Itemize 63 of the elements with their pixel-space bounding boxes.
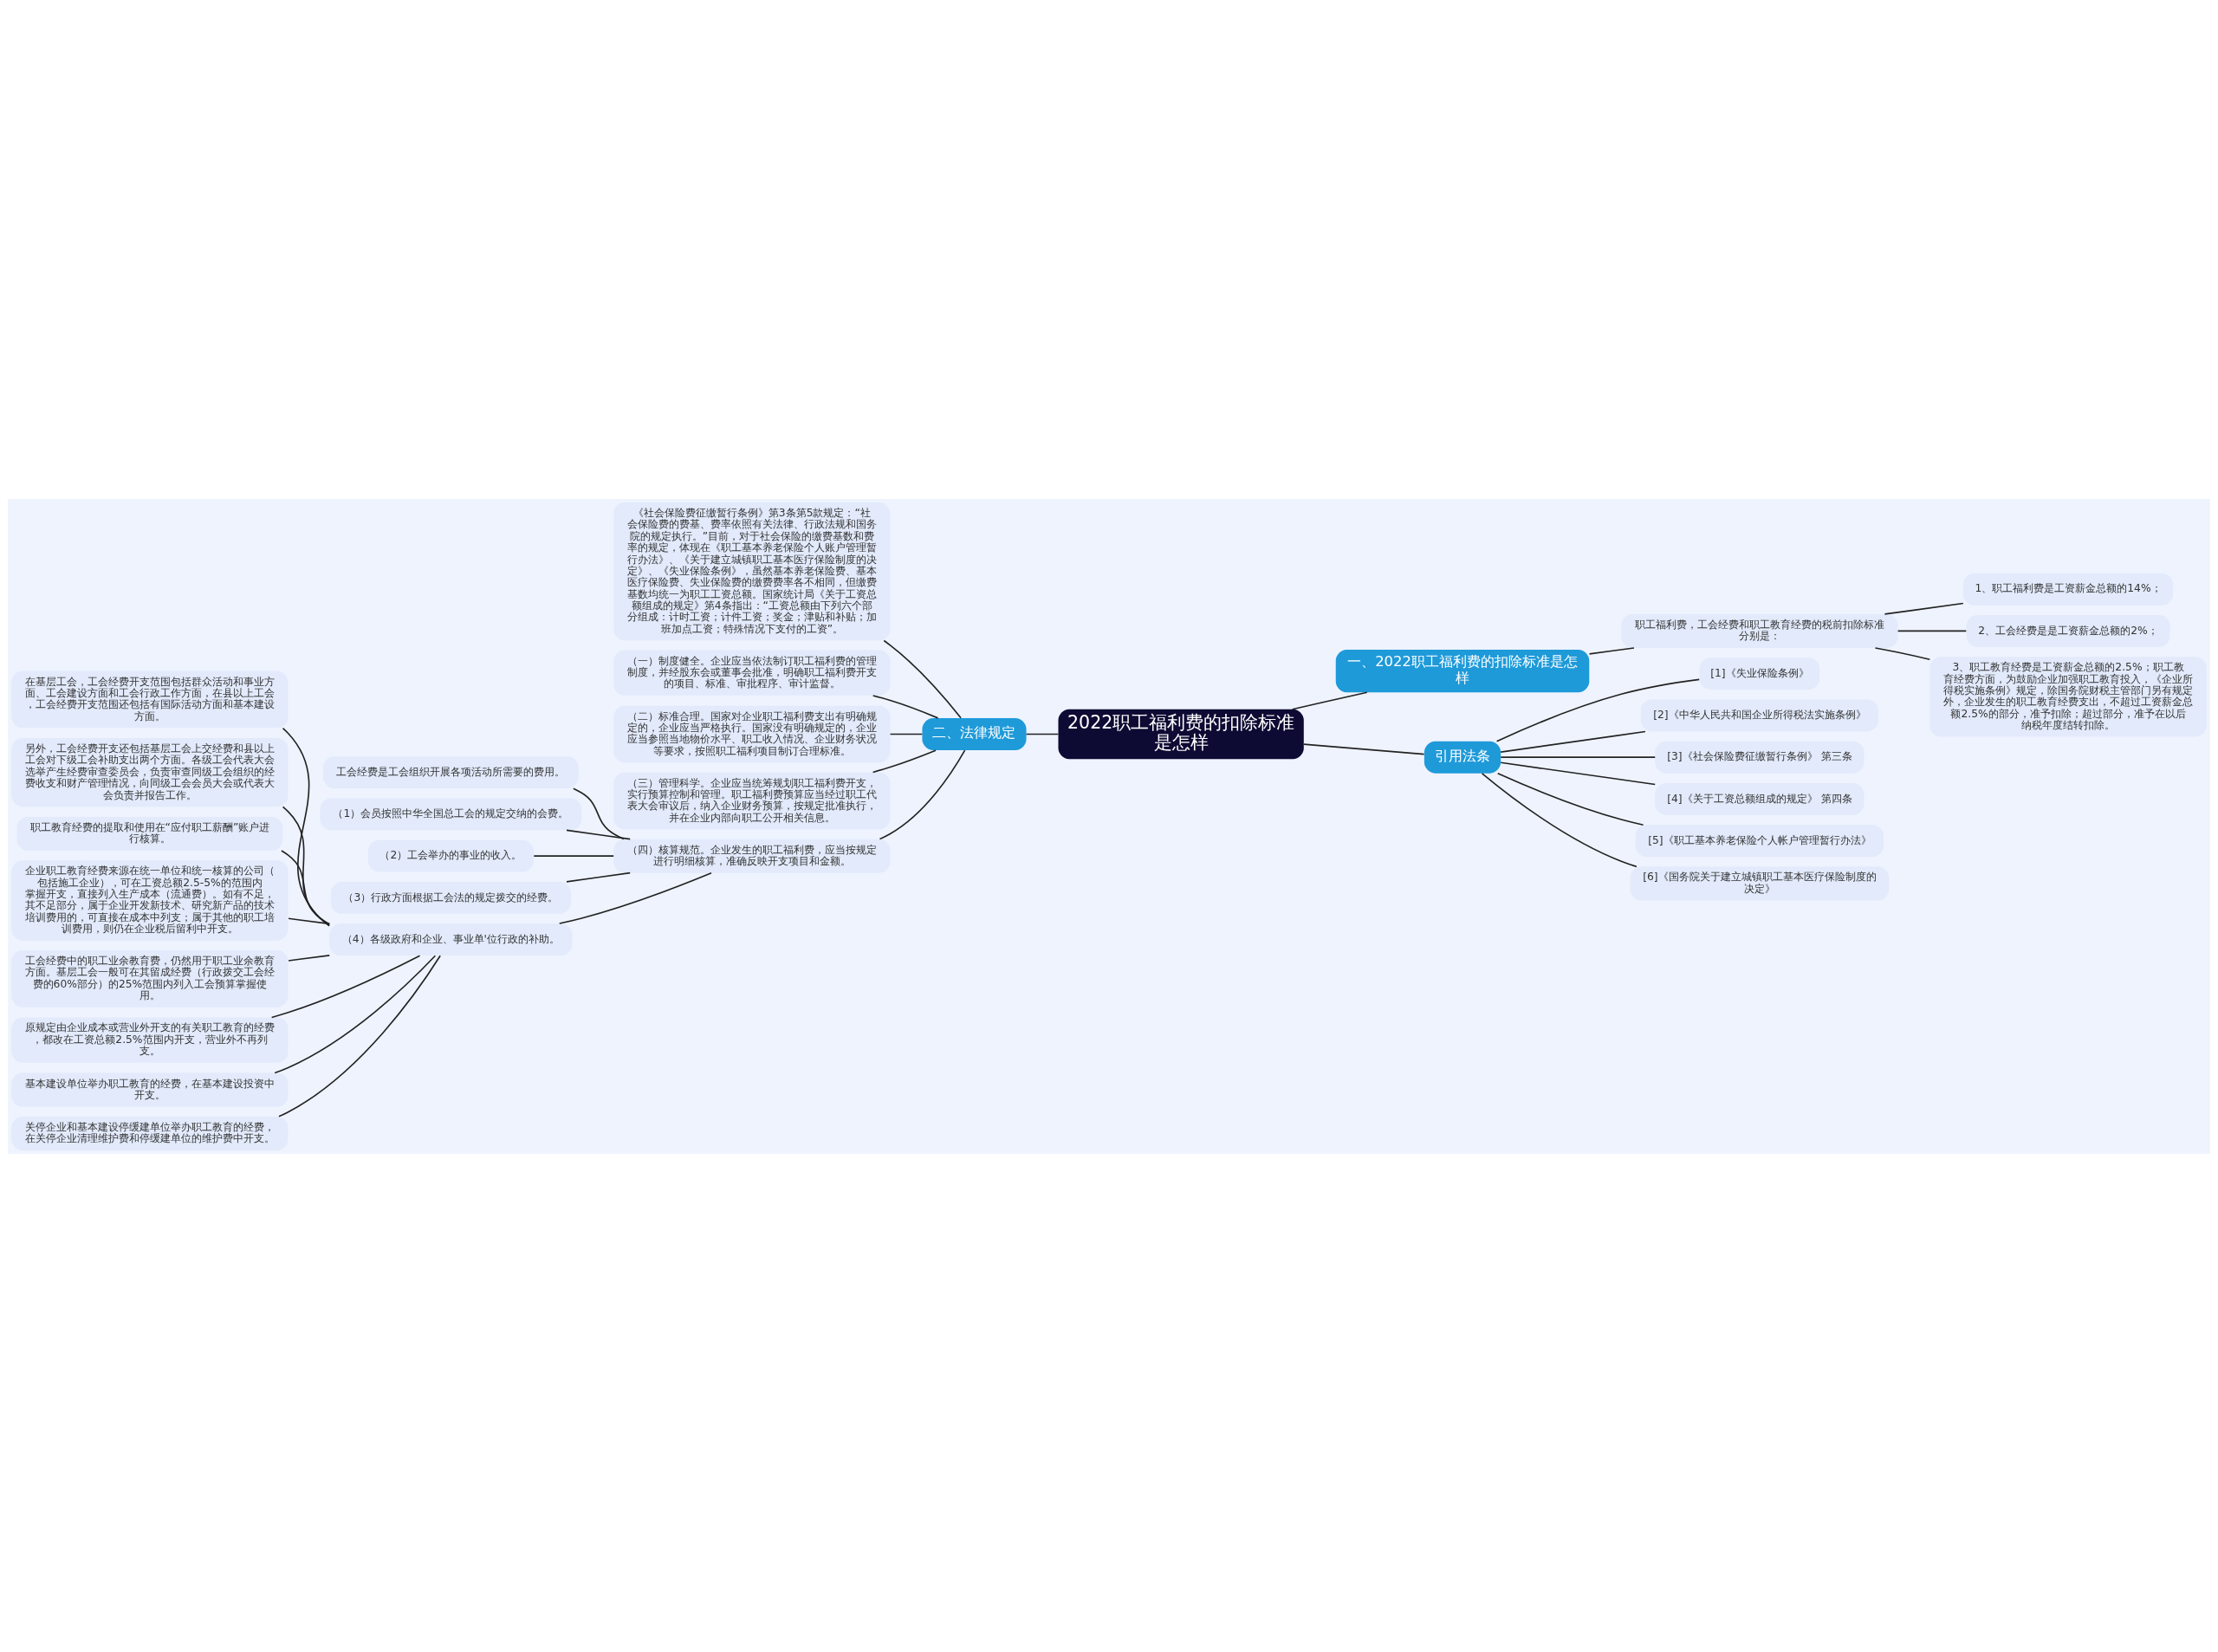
node-box: （3）行政方面根据工会法的规定拨交的经费。 (330, 881, 571, 914)
node-box: 工会经费中的职工业余教育费，仍然用于职工业余教育方面。基层工会一般可在其留成经费（行政拨交工会经费的60%部分）的25%范围内列入工会预算掌握使用。 (11, 949, 289, 1007)
node-box: [1]《失业保险条例》 (1699, 657, 1820, 690)
connector (879, 748, 966, 839)
connector (1874, 646, 1931, 660)
connector (288, 917, 331, 924)
connector (1897, 630, 1968, 632)
connector (278, 954, 441, 1118)
connector (1500, 761, 1657, 785)
node-box: 二、法律规定 (922, 717, 1027, 750)
node-box: 原规定由企业成本或营业外开支的有关职工教育的经费，都改在工资总额2.5%范围内开支，营业外不再列支。 (11, 1016, 289, 1063)
node-box: （4）各级政府和企业、事业单'位行政的补助。 (329, 923, 573, 956)
connector (566, 829, 631, 839)
node-box: 职工教育经费的提取和使用在“应付职工薪酬”账户进行核算。 (16, 816, 283, 851)
node-box: 在基层工会，工会经费开支范围包括群众活动和事业方面、工会建设方面和工会行政工作方面，在县以上工会，工会经费开支范围还包括有国际活动方面和基本建设方面。 (11, 671, 289, 728)
node-box: （2）工会举办的事业的收入。 (367, 839, 534, 872)
node-box: 2、工会经费是是工资薪金总额的2%； (1966, 614, 2170, 647)
node-box: 基本建设单位举办职工教育的经费，在基本建设投资中开支。 (11, 1072, 289, 1107)
connector (282, 727, 330, 927)
connector (1025, 733, 1060, 735)
node-box: （二）标准合理。国家对企业职工福利费支出有明确规定的，企业应当严格执行。国家没有明确规定的，企业应当参照当地物价水平、职工收入情况、企业财务状况等要求，按照职工福利项目制订合理标准。 (613, 705, 891, 762)
node-box: 关停企业和基本建设停缓建单位举办职工教育的经费，在关停企业清理维护费和停缓建单位的维护费中开支。 (11, 1116, 289, 1150)
connector (566, 871, 631, 883)
connector (558, 871, 712, 924)
node-box: [4]《关于工资总额组成的规定》 第四条 (1655, 782, 1865, 815)
connector (872, 694, 939, 719)
node-box: （四）核算规范。企业发生的职工福利费，应当按规定进行明细核算，准确反映开支项目和金额。 (613, 839, 891, 873)
connector (281, 849, 330, 925)
node-box: 2022职工福利费的扣除标准是怎样 (1058, 709, 1304, 759)
connector (282, 806, 331, 926)
node-box: （1）会员按照中华全国总工会的规定交纳的会费。 (320, 797, 582, 830)
connector (573, 787, 625, 839)
connector (1500, 730, 1646, 753)
node-box: （一）制度健全。企业应当依法制订职工福利费的管理制度，并经股东会或董事会批准，明确职工福利费开支的项目、标准、审批程序、审计监督。 (613, 650, 891, 696)
connector (889, 733, 924, 735)
node-box: 工会经费是工会组织开展各项活动所需要的费用。 (323, 755, 579, 788)
connector (872, 748, 937, 773)
connector (270, 954, 421, 1018)
connector (1588, 646, 1635, 655)
connector (1291, 690, 1368, 710)
node-box: 职工福利费，工会经费和职工教育经费的税前扣除标准分别是： (1621, 613, 1898, 648)
node-box: 企业职工教育经费来源在统一单位和统一核算的公司（包括施工企业），可在工资总额2.5-5%的范围内掌握开支，直接列入生产成本（流通费）。如有不足，其不足部分，属于企业开发新技术、研究新产品的技术培训费用的，可直接在成本中列支；属于其他的职工培训费用，则仍在企业税后留利中开支。 (11, 859, 289, 941)
node-box: 1、职工福利费是工资薪金总额的14%； (1962, 573, 2174, 606)
connector (274, 954, 437, 1073)
connector (1495, 678, 1701, 742)
node-box: 3、职工教育经费是工资薪金总额的2.5%；职工教育经费方面，为鼓励企业加强职工教育投入，《企业所得税实施条例》规定，除国务院财税主管部门另有规定外，企业发生的职工教育经费支出，不超过工资薪金总额2.5%的部分，准予扣除；超过部分，准予在以后纳税年度结转扣除。 (1929, 656, 2207, 737)
node-box: 一、2022职工福利费的扣除标准是怎样 (1335, 649, 1590, 692)
node-box: [3]《社会保险费征缴暂行条例》 第三条 (1655, 741, 1865, 774)
connector (883, 639, 962, 719)
connector (288, 954, 331, 962)
node-box: （三）管理科学。企业应当统筹规划职工福利费开支，实行预算控制和管理。职工福利费预算应当经过职工代表大会审议后，纳入企业财务预算，按规定批准执行，并在企业内部向职工公开相关信息。 (613, 772, 891, 829)
node-box: 《社会保险费征缴暂行条例》第3条第5款规定：“社会保险费的费基、费率依照有关法律、行政法规和国务院的规定执行。”目前，对于社会保险的缴费基数和费率的规定，体现在《职工基本养老保险个人账户管理暂行办法》、《关于建立城镇职工基本医疗保险制度的决定》、《失业保险条例》，虽然基本养老保险费、基本医疗保险费、失业保险费的缴费费率各不相同，但缴费基数均统一为职工工资总额。国家统计局《关于工资总额组成的规定》第4条指出：“工资总额由下列六个部分组成：计时工资；计件工资；奖金；津贴和补贴；加班加点工资；特殊情况下支付的工资”。 (613, 502, 891, 640)
connector (533, 854, 614, 857)
node-box: 另外，工会经费开支还包括基层工会上交经费和县以上工会对下级工会补助支出两个方面。各级工会代表大会选举产生经费审查委员会，负责审查同级工会组织的经费收支和财产管理情况，向同级工会会员大会或代表大会负责并报告工作。 (11, 737, 289, 807)
connector (1500, 755, 1657, 758)
node-box: [6]《国务院关于建立城镇职工基本医疗保险制度的决定》 (1630, 865, 1890, 900)
node-box: [2]《中华人民共和国企业所得税法实施条例》 (1640, 698, 1878, 731)
node-box: [5]《职工基本养老保险个人帐户管理暂行办法》 (1635, 824, 1884, 857)
connector (1496, 772, 1644, 826)
connector (1884, 602, 1964, 615)
connector (1303, 742, 1425, 755)
connector (1481, 772, 1638, 867)
node-box: 引用法条 (1424, 741, 1501, 774)
